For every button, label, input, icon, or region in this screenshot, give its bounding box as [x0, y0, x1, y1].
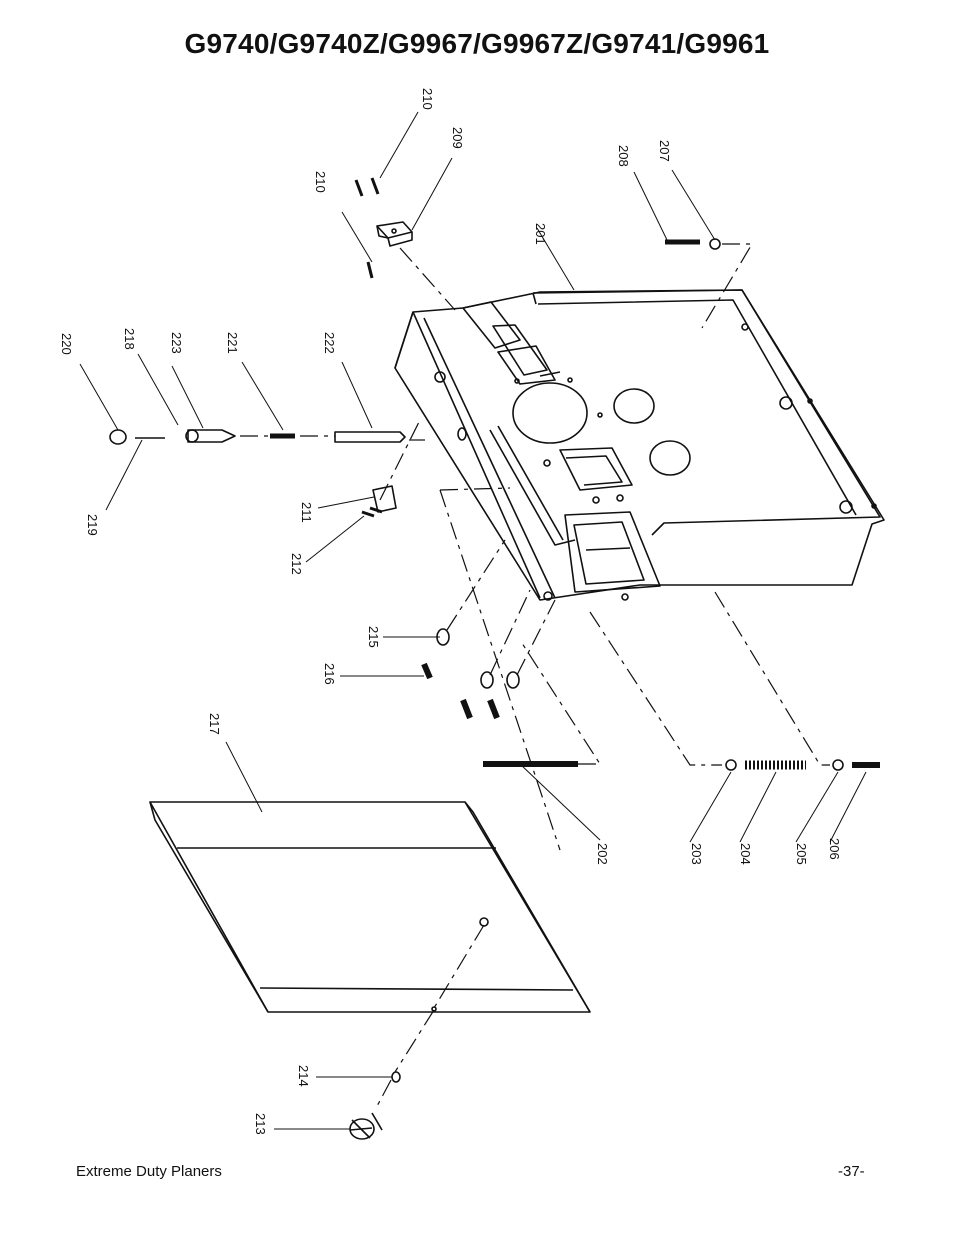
callout-222: 222: [322, 332, 337, 354]
callout-203: 203: [689, 843, 704, 865]
callout-210-upper: 210: [420, 88, 435, 110]
callout-211: 211: [299, 502, 314, 523]
callout-labels: 201 202 203 204 205 206 207 208 209 210 …: [59, 88, 842, 1135]
washers-bolts: [421, 628, 520, 720]
callout-213: 213: [253, 1113, 268, 1135]
callout-205: 205: [794, 843, 809, 865]
callout-216: 216: [322, 663, 337, 685]
callout-212: 212: [289, 553, 304, 575]
extension-table: [149, 801, 591, 1013]
assembly-lines: [240, 243, 830, 1111]
bolt-208: [665, 238, 721, 250]
clamp-211: [361, 485, 397, 518]
callout-214: 214: [296, 1065, 311, 1087]
footer-manual-name: Extreme Duty Planers: [76, 1163, 222, 1180]
base-casting: [394, 289, 885, 601]
page-title: G9740/G9740Z/G9967/G9967Z/G9741/G9961: [184, 28, 770, 59]
callout-202: 202: [595, 843, 610, 865]
callout-217: 217: [207, 713, 222, 735]
spring-assembly: [725, 759, 880, 771]
knob-213: [349, 1071, 401, 1140]
footer-page-number: -37-: [838, 1163, 865, 1180]
callout-208: 208: [616, 145, 631, 167]
callout-220: 220: [59, 333, 74, 355]
lock-assembly: [109, 427, 467, 445]
leader-lines: [79, 111, 867, 1130]
callout-204: 204: [738, 843, 753, 865]
callout-219: 219: [85, 514, 100, 536]
callout-223: 223: [169, 332, 184, 354]
callout-206: 206: [827, 838, 842, 860]
callout-210-lower: 210: [313, 171, 328, 193]
callout-201: 201: [533, 223, 548, 245]
callout-221: 221: [225, 332, 240, 354]
callout-209: 209: [450, 127, 465, 149]
callout-215: 215: [366, 626, 381, 648]
callout-207: 207: [657, 140, 672, 162]
callout-218: 218: [122, 328, 137, 350]
gib-assembly: [354, 177, 413, 279]
